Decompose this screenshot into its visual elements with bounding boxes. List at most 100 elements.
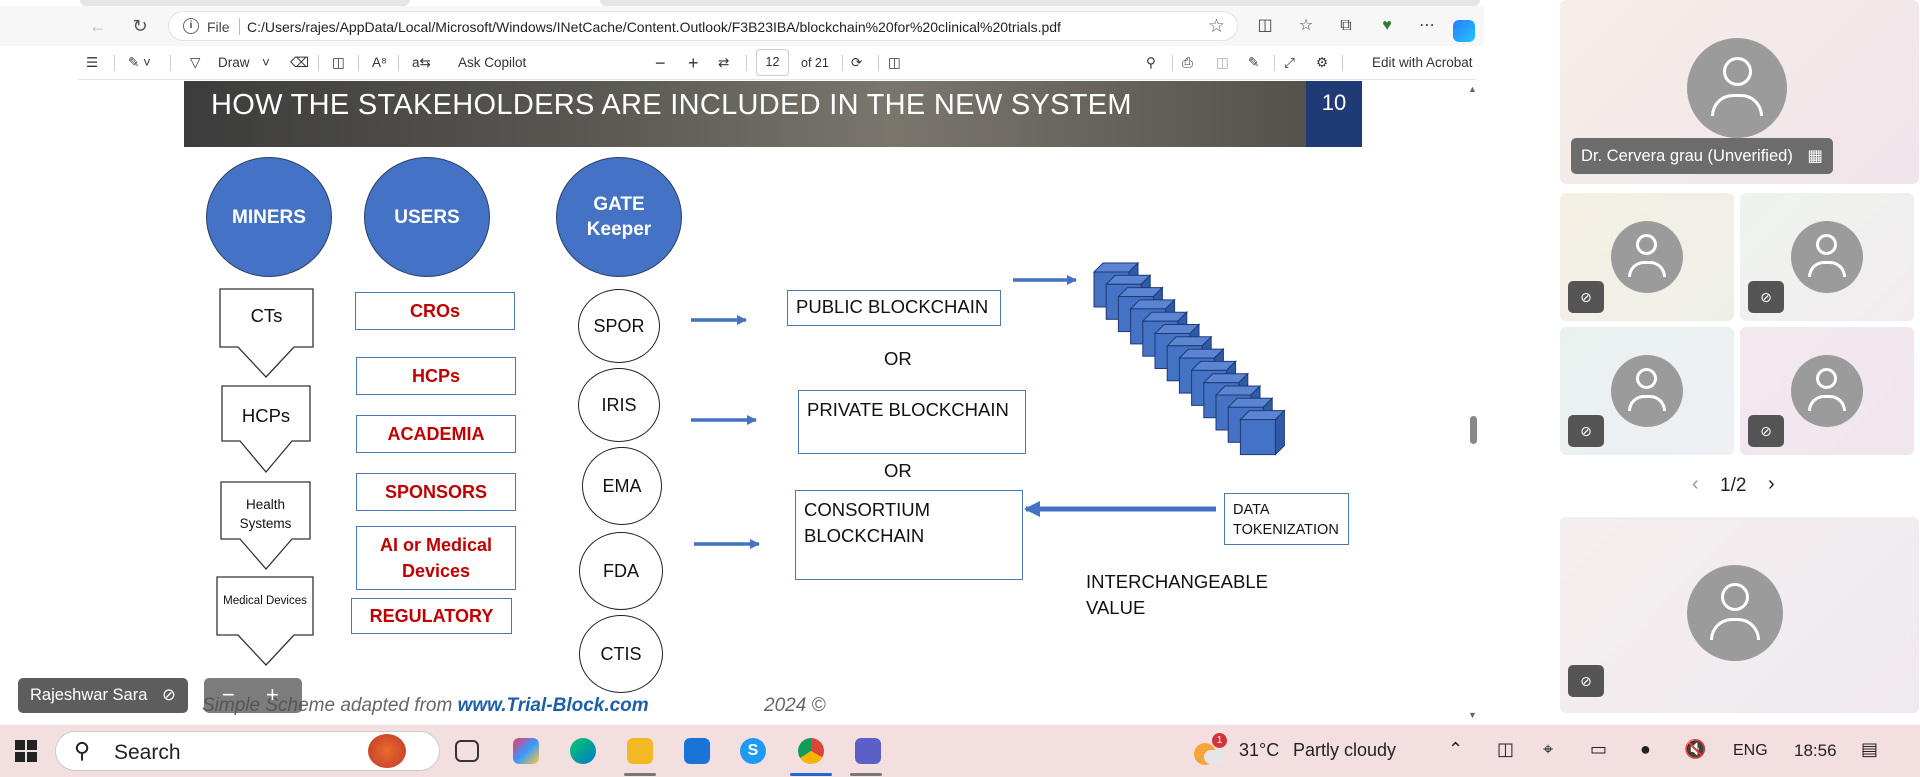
- page-view-icon[interactable]: ◫: [888, 55, 901, 70]
- expand-icon[interactable]: +: [266, 682, 279, 707]
- public-blockchain-box: PUBLIC BLOCKCHAIN: [787, 290, 1001, 326]
- search-icon[interactable]: ⚲: [1146, 55, 1156, 70]
- taskbar-search-box[interactable]: ⚲ Search: [55, 731, 440, 771]
- browser-tab[interactable]: [80, 0, 410, 6]
- task-view-icon[interactable]: [455, 740, 479, 762]
- highlight-icon[interactable]: ✎ ˅: [128, 55, 151, 70]
- refresh-icon[interactable]: ↻: [132, 16, 148, 36]
- edit-with-acrobat-button[interactable]: Edit with Acrobat: [1372, 55, 1473, 70]
- consortium-line2: BLOCKCHAIN: [804, 525, 925, 546]
- fit-width-icon[interactable]: ⇄: [718, 55, 730, 70]
- settings-gear-icon[interactable]: ⚙: [1316, 55, 1329, 70]
- divider: [318, 55, 319, 71]
- divider: [239, 18, 240, 35]
- zoom-out-icon[interactable]: −: [655, 53, 666, 73]
- weather-icon[interactable]: 1: [1192, 733, 1227, 765]
- health-callout: [220, 481, 311, 570]
- scroll-down-icon[interactable]: ▼: [1468, 710, 1477, 720]
- teams-app-icon[interactable]: [855, 738, 881, 764]
- browser-tab[interactable]: [600, 0, 1480, 6]
- pdf-viewport[interactable]: HOW THE STAKEHOLDERS ARE INCLUDED IN THE…: [78, 81, 1476, 725]
- ask-copilot-button[interactable]: Ask Copilot: [458, 55, 527, 70]
- more-options-icon[interactable]: ⋯: [1419, 17, 1435, 34]
- gatekeeper-ema: EMA: [582, 447, 662, 525]
- collections-icon[interactable]: ⧉: [1340, 17, 1352, 34]
- print-icon[interactable]: ⎙: [1182, 55, 1193, 70]
- footer-link[interactable]: www.Trial-Block.com: [457, 695, 649, 716]
- favorite-star-icon[interactable]: ☆: [1207, 16, 1225, 37]
- draw-label[interactable]: Draw: [218, 55, 250, 70]
- page-number-input[interactable]: 12: [756, 49, 789, 76]
- next-page-icon[interactable]: ›: [1768, 473, 1775, 495]
- weather-desc[interactable]: Partly cloudy: [1293, 740, 1397, 760]
- draw-dropdown-icon[interactable]: ˅: [262, 55, 270, 70]
- microphone-icon[interactable]: ●: [1640, 739, 1651, 759]
- chain-arrow-shapes: [216, 288, 314, 666]
- chrome-app-icon[interactable]: [798, 738, 824, 764]
- pdf-scrollbar[interactable]: ▲ ▼: [1467, 82, 1481, 723]
- copilot-icon[interactable]: [1453, 20, 1475, 42]
- split-screen-icon[interactable]: ◫: [1257, 17, 1273, 34]
- gatekeeper-ctis: CTIS: [579, 615, 663, 693]
- blockchain-cubes: [1092, 261, 1286, 456]
- minimize-icon[interactable]: −: [222, 682, 235, 707]
- zoom-in-icon[interactable]: +: [688, 53, 699, 73]
- mic-off-icon: ⊘: [1568, 665, 1604, 697]
- favorites-icon[interactable]: ☆: [1298, 17, 1314, 34]
- search-label: Search: [114, 741, 181, 764]
- read-aloud-icon[interactable]: A⁸: [372, 55, 387, 70]
- contents-icon[interactable]: ☰: [86, 55, 99, 70]
- address-bar[interactable]: i File C:/Users/rajes/AppData/Local/Micr…: [168, 11, 1238, 41]
- skype-app-icon[interactable]: S: [740, 738, 766, 764]
- miners-chain-label: CTs: [250, 305, 283, 326]
- scrollbar-thumb[interactable]: [1470, 416, 1477, 444]
- browser-essentials-icon[interactable]: ♥: [1382, 17, 1392, 34]
- translate-icon[interactable]: a⇆: [412, 55, 431, 70]
- back-icon[interactable]: ←: [89, 16, 107, 36]
- featured-participant-tile[interactable]: Dr. Cervera grau (Unverified) ▦: [1560, 0, 1919, 184]
- ct-callout: [219, 288, 314, 378]
- user-box: ACADEMIA: [356, 415, 516, 453]
- show-hidden-icons-chevron-icon[interactable]: ⌃: [1448, 739, 1464, 759]
- save-as-icon[interactable]: ✎: [1248, 55, 1260, 70]
- weather-badge: 1: [1212, 733, 1227, 748]
- page-total: of 21: [801, 56, 829, 70]
- windows-start-icon[interactable]: [15, 740, 37, 762]
- slide-number: 10: [1306, 81, 1362, 147]
- participant-tile[interactable]: ⊘: [1560, 193, 1734, 321]
- clock-time[interactable]: 18:56: [1794, 741, 1837, 760]
- participant-tile[interactable]: ⊘: [1740, 327, 1914, 455]
- scheme-label: File: [207, 19, 230, 35]
- url-text[interactable]: C:/Users/rajes/AppData/Local/Microsoft/W…: [247, 19, 1061, 35]
- battery-icon[interactable]: ▭: [1590, 739, 1608, 759]
- mic-off-icon: ⊘: [1748, 415, 1784, 447]
- wifi-icon[interactable]: ⌖: [1543, 739, 1554, 759]
- edge-app-icon[interactable]: [570, 738, 596, 764]
- fullscreen-icon[interactable]: ⤢: [1284, 55, 1295, 70]
- speaker-muted-icon[interactable]: 🔇: [1684, 739, 1707, 759]
- add-text-icon[interactable]: ◫: [332, 55, 345, 70]
- search-icon: ⚲: [74, 738, 91, 763]
- file-explorer-icon[interactable]: [627, 738, 653, 764]
- erase-icon[interactable]: ⌫: [290, 55, 310, 70]
- divider: [398, 55, 399, 71]
- copilot-app-icon[interactable]: [513, 738, 539, 764]
- participant-tile[interactable]: ⊘: [1560, 517, 1919, 713]
- avatar-icon: [1791, 221, 1863, 293]
- device-callout: [216, 576, 314, 666]
- previous-page-icon[interactable]: ‹: [1692, 473, 1699, 495]
- save-icon[interactable]: ◫: [1216, 55, 1229, 70]
- participant-tile[interactable]: ⊘: [1740, 193, 1914, 321]
- draw-icon[interactable]: ▽: [190, 55, 201, 70]
- notifications-icon[interactable]: ▤: [1861, 739, 1879, 759]
- language-indicator[interactable]: ENG: [1733, 742, 1768, 759]
- hcp-callout: [221, 385, 311, 474]
- data-tok-line1: DATA: [1233, 502, 1270, 518]
- scroll-up-icon[interactable]: ▲: [1468, 84, 1477, 94]
- weather-temp[interactable]: 31°C: [1239, 740, 1280, 760]
- participant-tile[interactable]: ⊘: [1560, 327, 1734, 455]
- rotate-icon[interactable]: ⟳: [851, 55, 863, 70]
- info-icon[interactable]: i: [183, 18, 199, 34]
- mail-app-icon[interactable]: [684, 738, 710, 764]
- camera-icon[interactable]: ◫: [1497, 739, 1515, 759]
